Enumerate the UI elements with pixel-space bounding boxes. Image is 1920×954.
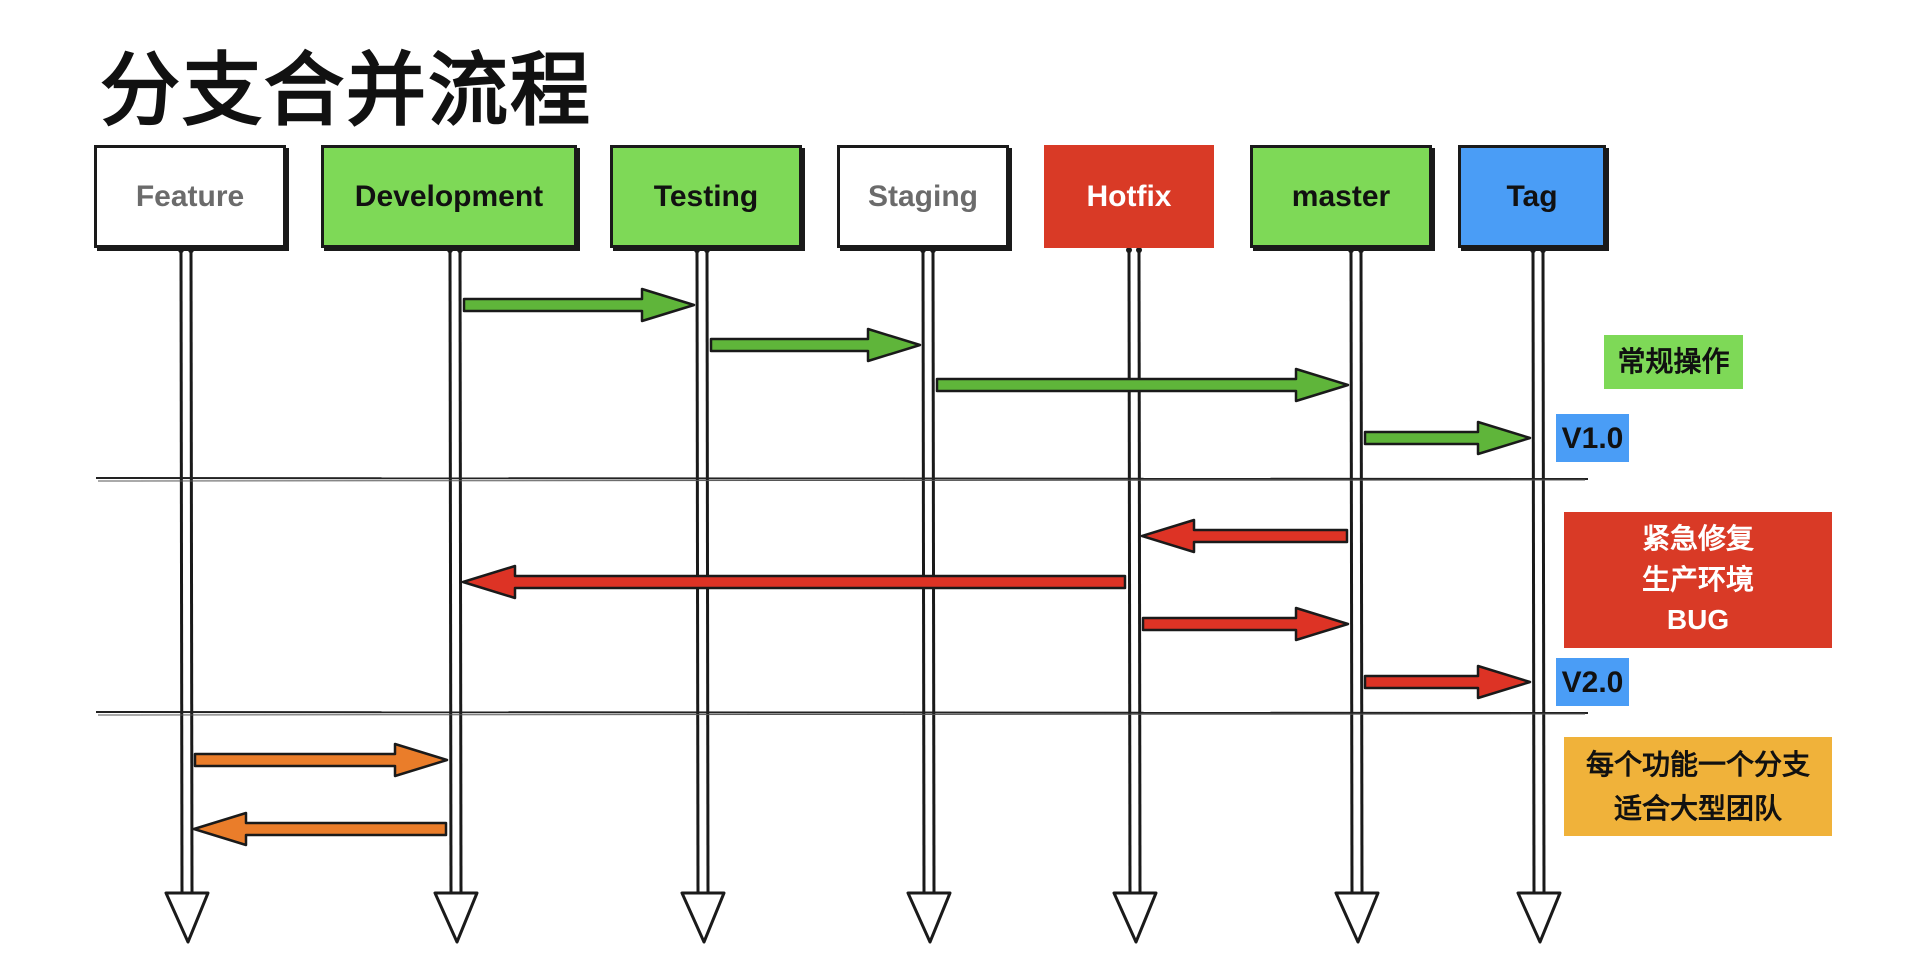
lifeline-arrowhead-tag xyxy=(1516,891,1562,944)
lifeline-master xyxy=(1334,247,1380,944)
lane-header-feature: Feature xyxy=(94,145,286,248)
lane-header-label: Hotfix xyxy=(1086,179,1172,213)
lifeline-arrowhead-testing xyxy=(680,891,726,944)
merge-arrow-master-to-tag xyxy=(1363,420,1532,456)
feature-note-line2: 适合大型团队 xyxy=(1613,791,1782,825)
normal-ops-note: 常规操作 xyxy=(1604,335,1743,389)
v1-tag-note: V1.0 xyxy=(1556,414,1629,462)
merge-arrow-master-to-hotfix xyxy=(1140,518,1349,554)
merge-arrow-hotfix-to-development xyxy=(461,564,1127,600)
merge-arrow-testing-to-staging xyxy=(709,327,922,363)
lifeline-testing xyxy=(680,247,726,944)
lane-header-development: Development xyxy=(321,145,577,248)
lane-header-label: master xyxy=(1291,179,1391,213)
normal-ops-label: 常规操作 xyxy=(1617,345,1730,378)
merge-arrow-development-to-testing xyxy=(462,287,696,323)
lifeline-arrowhead-master xyxy=(1334,891,1380,944)
section-separator-2 xyxy=(95,711,1589,716)
lifeline-arrowhead-development xyxy=(433,891,479,944)
hotfix-note: 紧急修复 生产环境 BUG xyxy=(1564,512,1832,648)
hotfix-note-line2: 生产环境 xyxy=(1641,562,1754,596)
v1-label: V1.0 xyxy=(1561,421,1624,455)
hotfix-note-line3: BUG xyxy=(1666,604,1730,636)
v2-tag-note: V2.0 xyxy=(1556,658,1629,706)
merge-arrow-master-to-tag xyxy=(1363,664,1532,700)
lifeline-tag xyxy=(1516,247,1562,944)
lifeline-development xyxy=(433,247,479,944)
merge-arrow-feature-to-development xyxy=(193,742,449,778)
lifeline-arrowhead-staging xyxy=(906,891,952,944)
lane-header-label: Tag xyxy=(1506,179,1558,213)
page-title: 分支合并流程 xyxy=(100,44,592,137)
lifeline-hotfix xyxy=(1112,247,1158,944)
lane-header-hotfix: Hotfix xyxy=(1044,145,1214,248)
lifeline-staging xyxy=(906,247,952,944)
section-separator-1 xyxy=(95,477,1589,482)
hotfix-note-line1: 紧急修复 xyxy=(1641,522,1754,556)
merge-arrow-staging-to-master xyxy=(935,367,1350,403)
lifeline-arrowhead-hotfix xyxy=(1112,891,1158,944)
feature-note: 每个功能一个分支 适合大型团队 xyxy=(1564,737,1832,836)
lane-header-testing: Testing xyxy=(610,145,802,248)
lane-header-label: Staging xyxy=(868,179,978,213)
lane-header-tag: Tag xyxy=(1458,145,1606,248)
lane-header-label: Feature xyxy=(135,179,245,213)
merge-arrow-development-to-feature xyxy=(192,811,448,847)
lane-header-master: master xyxy=(1250,145,1432,248)
v2-label: V2.0 xyxy=(1561,665,1624,699)
lane-header-label: Testing xyxy=(653,179,759,213)
lane-header-staging: Staging xyxy=(837,145,1009,248)
lifeline-arrowhead-feature xyxy=(164,891,210,944)
feature-note-line1: 每个功能一个分支 xyxy=(1585,748,1810,782)
lane-header-label: Development xyxy=(354,179,544,213)
lifeline-feature xyxy=(164,247,210,944)
merge-arrow-hotfix-to-master xyxy=(1141,606,1350,642)
